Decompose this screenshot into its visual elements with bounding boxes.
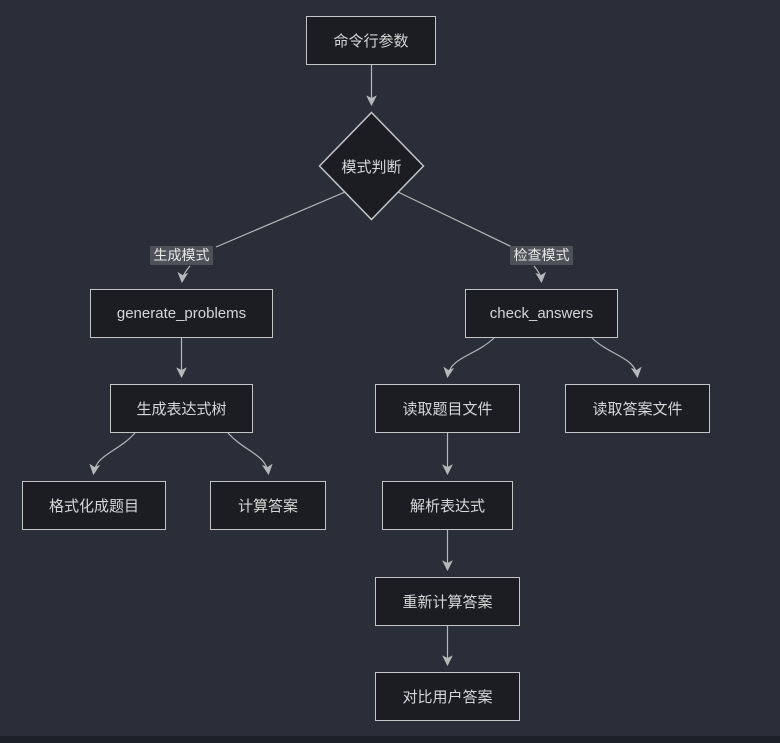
node-read-answer-file: 读取答案文件: [565, 384, 710, 433]
edge-mode-to-generate-arrow: [177, 265, 191, 284]
node-calculate-answers: 计算答案: [210, 481, 326, 530]
bottom-strip: [0, 736, 780, 743]
node-generate-problems: generate_problems: [90, 289, 273, 338]
edge-check-to-readq: [443, 337, 495, 379]
edge-mode-to-generate-line: [215, 191, 346, 248]
edge-mode-to-check-arrow: [533, 265, 547, 284]
node-parse-expression: 解析表达式: [382, 481, 513, 530]
node-compare-user-answers: 对比用户答案: [375, 672, 520, 721]
node-recalculate-answers: 重新计算答案: [375, 577, 520, 626]
edge-mode-to-check-line: [397, 191, 513, 248]
node-command-line-args: 命令行参数: [306, 16, 436, 65]
node-check-answers: check_answers: [465, 289, 618, 338]
decision-diamond-shape: [318, 111, 425, 221]
node-mode-decision: 模式判断: [341, 158, 402, 176]
edge-label-generate-mode: 生成模式: [150, 246, 213, 265]
edge-check-to-reada: [591, 337, 642, 379]
edge-label-check-mode: 检查模式: [510, 246, 573, 265]
node-build-expression-tree: 生成表达式树: [110, 384, 253, 433]
node-read-problem-file: 读取题目文件: [375, 384, 520, 433]
node-format-problems: 格式化成题目: [22, 481, 166, 530]
edge-tree-to-format: [89, 432, 136, 476]
edge-tree-to-calc: [227, 432, 273, 476]
